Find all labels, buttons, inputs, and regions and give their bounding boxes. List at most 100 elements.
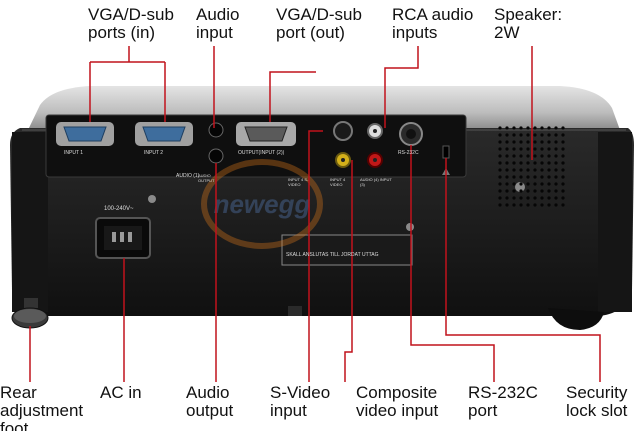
panel-label-audio-in: AUDIO (1)	[176, 173, 200, 179]
speaker-hole	[554, 154, 558, 158]
label-speaker-line2: 2W	[494, 23, 520, 42]
speaker-hole	[533, 175, 537, 179]
label-s-video-line1: S-Video	[270, 383, 331, 402]
speaker-hole	[533, 133, 537, 137]
label-vga-out-line1: VGA/D-sub	[276, 5, 362, 24]
speaker-hole	[512, 140, 516, 144]
label-s-video: S-Video input	[270, 384, 330, 420]
label-vga-in: VGA/D-sub ports (in)	[88, 6, 174, 42]
speaker-hole	[533, 126, 537, 130]
newegg-watermark: newegg	[201, 159, 323, 249]
speaker-hole	[498, 189, 502, 193]
speaker-hole	[526, 154, 530, 158]
label-composite-line1: Composite	[356, 383, 438, 402]
speaker-hole	[561, 161, 565, 165]
speaker-hole	[505, 203, 509, 207]
speaker-hole	[526, 126, 530, 130]
speaker-hole	[505, 189, 509, 193]
speaker-hole	[547, 154, 551, 158]
speaker-hole	[505, 182, 509, 186]
speaker-hole	[533, 161, 537, 165]
label-vga-out-line2: port (out)	[276, 23, 345, 42]
speaker-hole	[498, 168, 502, 172]
speaker-hole	[533, 189, 537, 193]
speaker-hole	[540, 189, 544, 193]
speaker-hole	[526, 203, 530, 207]
speaker-hole	[519, 126, 523, 130]
panel-label-audio-out: AUDIO OUTPUT	[198, 173, 215, 183]
speaker-hole	[526, 189, 530, 193]
speaker-hole	[512, 196, 516, 200]
speaker-hole	[505, 140, 509, 144]
leader-lines	[29, 46, 601, 382]
speaker-hole	[533, 154, 537, 158]
speaker-hole	[547, 196, 551, 200]
speaker-hole	[554, 161, 558, 165]
speaker-hole	[561, 140, 565, 144]
speaker-hole	[554, 133, 558, 137]
speaker-hole	[526, 196, 530, 200]
warning-label	[281, 234, 413, 266]
label-security-line2: lock slot	[566, 401, 628, 420]
speaker-hole	[505, 175, 509, 179]
speaker-hole	[554, 189, 558, 193]
speaker-hole	[561, 133, 565, 137]
security-slot	[442, 145, 450, 159]
speaker-hole	[498, 196, 502, 200]
panel-label-output: OUTPUT(INPUT (2))	[238, 150, 285, 156]
speaker-hole	[547, 175, 551, 179]
label-audio-output-line2: output	[186, 401, 234, 420]
speaker-hole	[505, 196, 509, 200]
speaker-hole	[498, 133, 502, 137]
speaker-hole	[540, 182, 544, 186]
speaker-hole	[561, 168, 565, 172]
speaker-hole	[512, 203, 516, 207]
label-audio-output-line1: Audio	[186, 383, 230, 402]
speaker-hole	[554, 175, 558, 179]
speaker-hole	[554, 196, 558, 200]
speaker-hole	[512, 182, 516, 186]
label-rca-audio-line2: inputs	[392, 23, 438, 42]
label-rca-audio-line1: RCA audio	[392, 5, 474, 24]
speaker-hole	[512, 154, 516, 158]
voltage-label: 100-240V~	[104, 206, 134, 212]
speaker-hole	[540, 147, 544, 151]
speaker-hole	[547, 133, 551, 137]
speaker-hole	[540, 161, 544, 165]
speaker-hole	[547, 126, 551, 130]
label-audio-input-line1: Audio	[196, 5, 240, 24]
speaker-hole	[519, 154, 523, 158]
speaker-hole	[519, 203, 523, 207]
vga-input-1-port	[56, 122, 114, 146]
speaker-hole	[498, 140, 502, 144]
speaker-hole	[519, 161, 523, 165]
speaker-hole	[526, 168, 530, 172]
speaker-hole	[498, 203, 502, 207]
speaker-hole	[519, 168, 523, 172]
speaker-hole	[498, 154, 502, 158]
label-vga-in-line1: VGA/D-sub	[88, 5, 174, 24]
panel-label-audio3: AUDIO (4) INPUT (3)	[360, 177, 392, 187]
speaker-hole	[540, 140, 544, 144]
speaker-hole	[512, 147, 516, 151]
label-audio-input-line2: input	[196, 23, 233, 42]
speaker-hole	[498, 182, 502, 186]
speaker-hole	[519, 196, 523, 200]
speaker-hole	[554, 168, 558, 172]
rear-adjustment-foot	[11, 298, 49, 329]
speaker-hole	[505, 161, 509, 165]
speaker-hole	[519, 133, 523, 137]
label-s-video-line2: input	[270, 401, 307, 420]
speaker-hole	[498, 161, 502, 165]
speaker-hole	[561, 196, 565, 200]
speaker-hole	[533, 182, 537, 186]
label-vga-in-line2: ports (in)	[88, 23, 156, 42]
speaker-hole	[533, 196, 537, 200]
label-rca-audio: RCA audio inputs	[392, 6, 473, 42]
speaker-hole	[519, 147, 523, 151]
speaker-hole	[547, 140, 551, 144]
speaker-hole	[540, 168, 544, 172]
speaker-hole	[526, 175, 530, 179]
label-ac-in: AC in	[100, 384, 142, 402]
speaker-hole	[533, 203, 537, 207]
